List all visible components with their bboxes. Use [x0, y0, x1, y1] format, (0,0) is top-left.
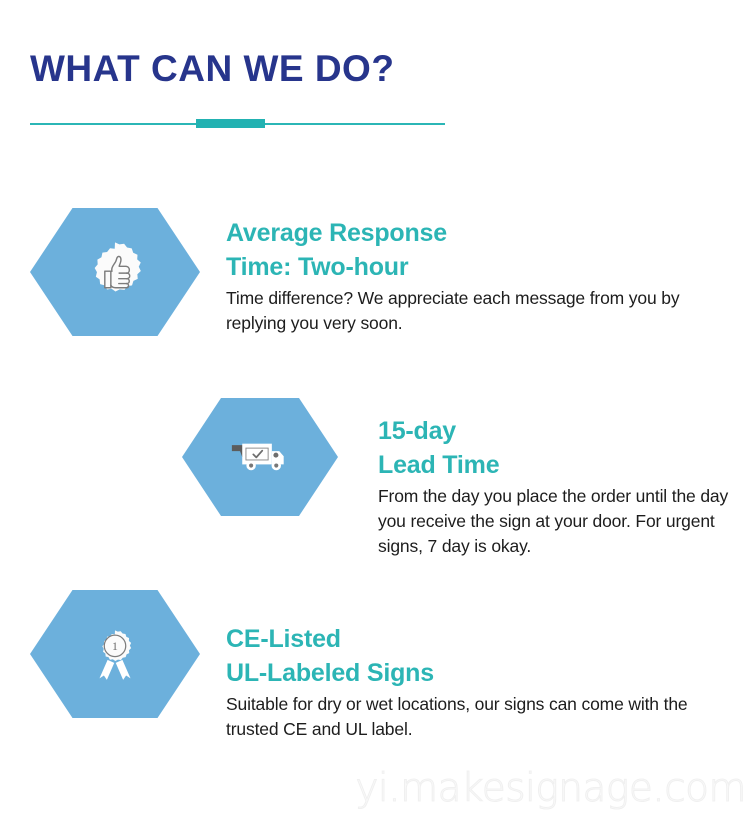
page-title: WHAT CAN WE DO?	[30, 48, 395, 89]
hexagon-badge-lead-time	[182, 398, 338, 516]
svg-text:1: 1	[112, 639, 118, 653]
title-divider-accent	[196, 119, 265, 128]
feature-body-response-time: Time difference? We appreciate each mess…	[226, 288, 680, 334]
feature-heading-line-2: UL-Labeled Signs	[226, 659, 434, 687]
feature-body-lead-time: From the day you place the order until t…	[378, 486, 729, 557]
feature-body-certification: Suitable for dry or wet locations, our s…	[226, 694, 688, 740]
award-ribbon-icon: 1	[99, 630, 132, 680]
feature-heading-line-1: CE-Listed	[226, 625, 341, 653]
feature-heading-response-time: Average Response Time: Two-hour	[226, 216, 447, 284]
feature-heading-certification: CE-Listed UL-Labeled Signs	[226, 622, 434, 690]
delivery-truck-icon	[231, 443, 284, 471]
thumbs-up-badge-icon	[94, 242, 141, 292]
feature-heading-line-2: Time: Two-hour	[226, 253, 409, 281]
feature-heading-lead-time: 15-day Lead Time	[378, 414, 500, 482]
hexagon-badge-response-time	[30, 208, 200, 336]
feature-heading-line-2: Lead Time	[378, 451, 500, 479]
hexagon-badge-certification: 1	[30, 590, 200, 718]
watermark-url: yi.makesignage.com	[355, 766, 747, 812]
feature-heading-line-1: 15-day	[378, 417, 457, 445]
feature-heading-line-1: Average Response	[226, 219, 447, 247]
